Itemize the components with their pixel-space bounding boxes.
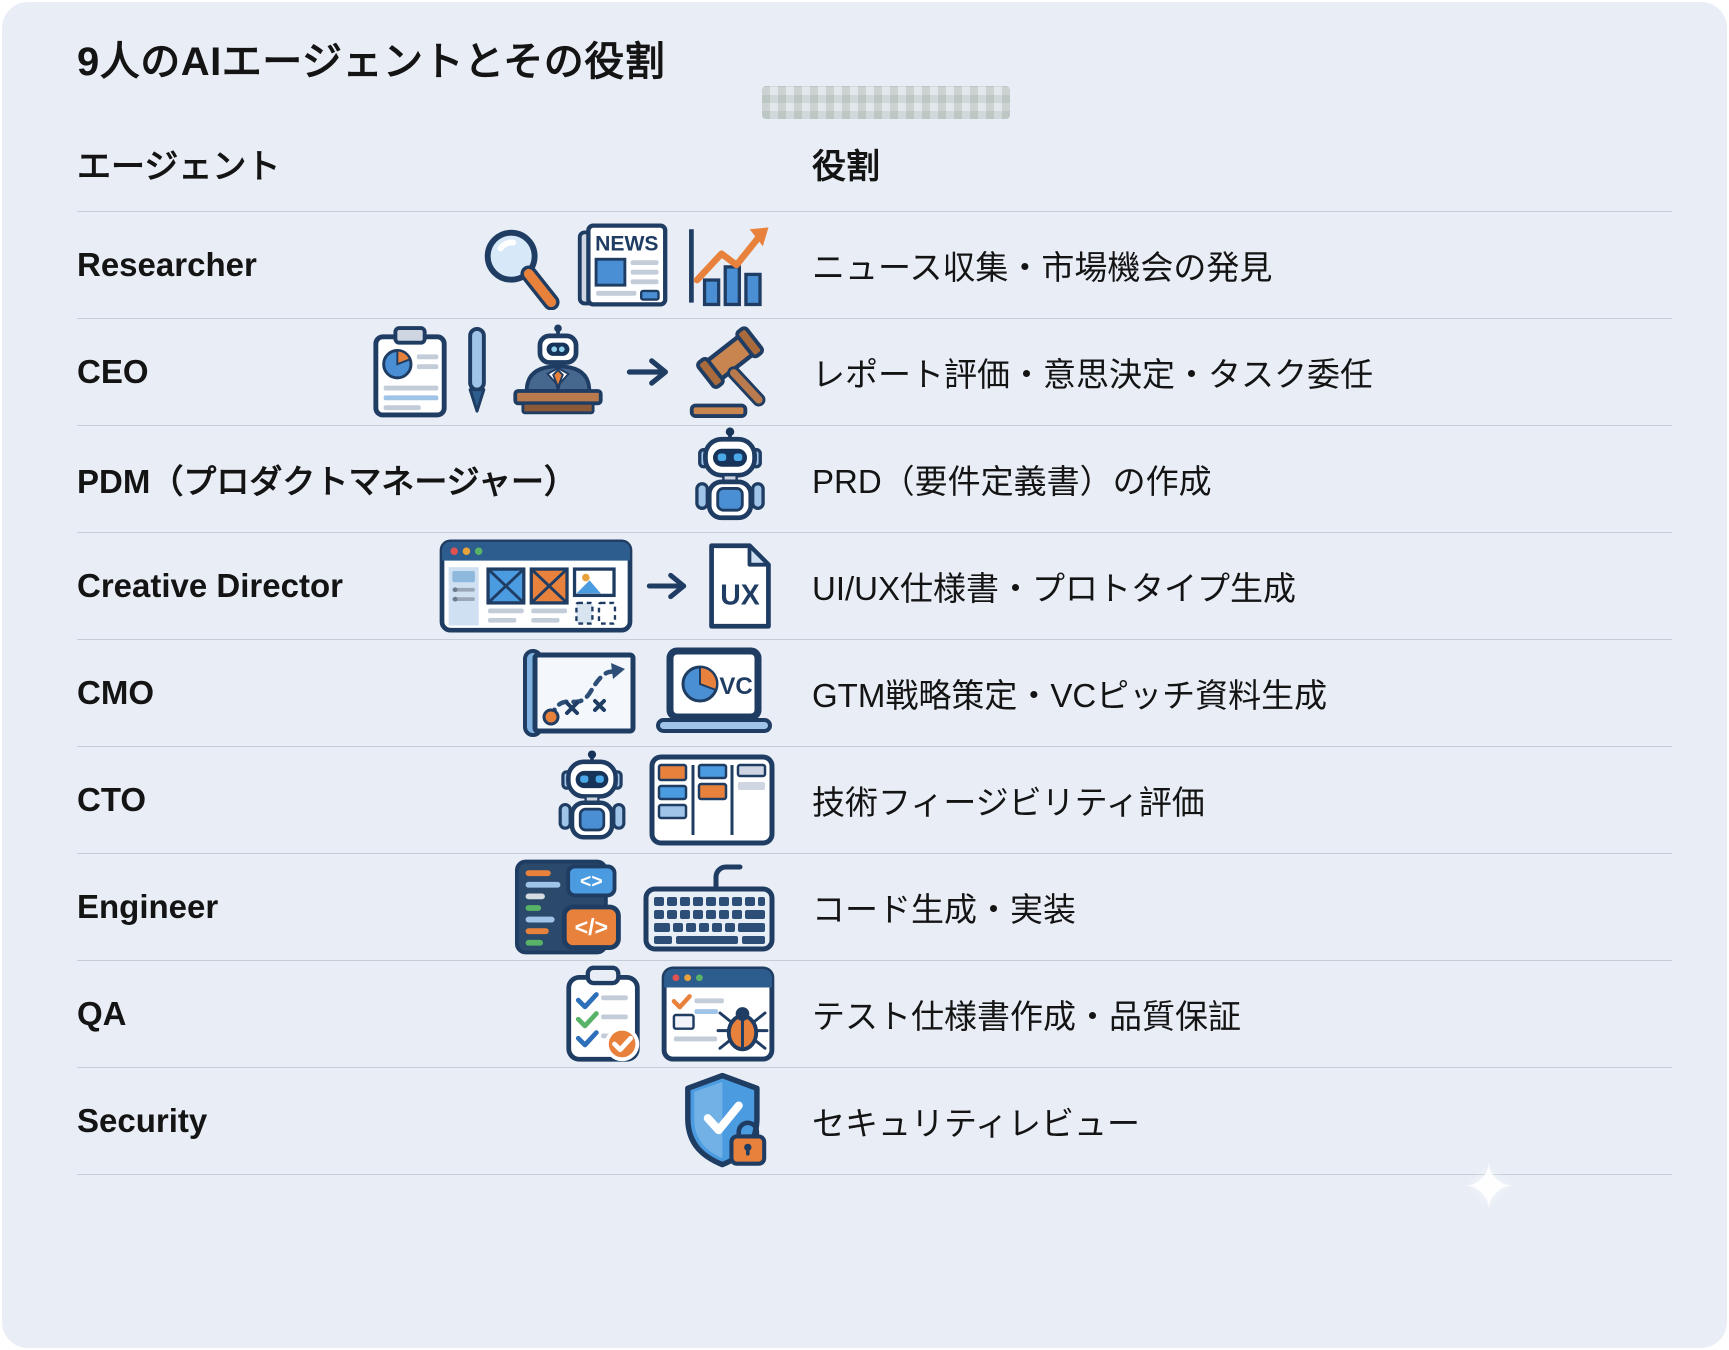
agent-icons: NEWS	[432, 212, 782, 318]
svg-text:VC: VC	[719, 673, 752, 700]
agent-name: Researcher	[77, 246, 257, 283]
gavel-icon	[689, 326, 766, 418]
robot-desk-icon	[513, 324, 603, 415]
agent-role: ニュース収集・市場機会の発見	[812, 249, 1273, 286]
table-row: PDM（プロダクトマネージャー） PRD（要件定義書）の作成	[77, 425, 1672, 532]
wireframe-browser-icon	[439, 539, 633, 633]
agent-role: GTM戦略策定・VCピッチ資料生成	[812, 677, 1328, 714]
svg-text:<>: <>	[580, 872, 603, 893]
sparkle-watermark: ✦	[1462, 1151, 1516, 1223]
svg-text:</>: </>	[575, 914, 609, 940]
robot-icon	[558, 750, 626, 840]
shield-lock-icon	[685, 1072, 767, 1168]
news-icon: NEWS	[577, 223, 668, 307]
magnifier-icon	[484, 229, 560, 310]
agent-icons: UX	[432, 533, 782, 639]
clipboard-pie-icon	[373, 326, 447, 418]
agent-icons	[432, 1068, 782, 1174]
agent-name: CEO	[77, 353, 149, 390]
agent-name: Security	[77, 1102, 208, 1139]
table-row: Engineer <> </>	[77, 853, 1672, 960]
table-row: Security セキュリティレビュー	[77, 1067, 1672, 1174]
agent-role: UI/UX仕様書・プロトタイプ生成	[812, 570, 1297, 607]
agent-icons: <> </>	[432, 854, 782, 960]
svg-text:NEWS: NEWS	[595, 233, 658, 256]
agent-role: 技術フィージビリティ評価	[812, 784, 1205, 821]
table-row: CTO	[77, 746, 1672, 853]
agent-name: PDM（プロダクトマネージャー）	[77, 463, 578, 500]
table-row: Creative Director	[77, 532, 1672, 639]
table-row: CEO	[77, 318, 1672, 425]
agent-name: CMO	[77, 674, 154, 711]
checklist-icon	[566, 965, 640, 1062]
agent-role: レポート評価・意思決定・タスク委任	[812, 356, 1373, 393]
agent-icons	[432, 426, 782, 532]
ux-document-icon: UX	[709, 543, 771, 629]
agent-icons	[432, 747, 782, 853]
arrow-right-icon	[646, 572, 687, 600]
kanban-board-icon	[649, 754, 775, 846]
code-editor-icon: <> </>	[514, 859, 621, 955]
agent-role: セキュリティレビュー	[812, 1105, 1141, 1142]
agent-name: QA	[77, 995, 127, 1032]
bar-chart-growth-icon	[689, 227, 769, 307]
strategy-map-icon	[523, 649, 636, 737]
pen-icon	[468, 326, 486, 413]
agent-role: テスト仕様書作成・品質保証	[812, 998, 1241, 1035]
keyboard-icon	[643, 864, 775, 952]
agent-role: コード生成・実装	[812, 891, 1076, 928]
bug-report-window-icon	[661, 966, 775, 1062]
pixelation-artifact	[762, 86, 1010, 119]
robot-icon	[695, 427, 765, 521]
agent-role: PRD（要件定義書）の作成	[812, 463, 1212, 500]
agent-name: Creative Director	[77, 567, 343, 604]
agent-icons	[432, 961, 782, 1067]
table-row: QA	[77, 960, 1672, 1067]
page-title: 9人のAIエージェントとその役割	[77, 40, 666, 84]
table-row: CMO VC GTM戦略策定・VCピッチ資料生成	[77, 639, 1672, 746]
table-header-row: エージェント 役割	[77, 116, 1672, 211]
agent-icons: VC	[432, 640, 782, 746]
arrow-right-icon	[626, 358, 668, 386]
agent-name: Engineer	[77, 888, 219, 925]
svg-text:UX: UX	[720, 579, 760, 611]
table-row: Researcher NEWS	[77, 211, 1672, 318]
header-agent: エージェント	[77, 148, 281, 186]
vc-laptop-icon: VC	[656, 647, 772, 733]
header-role: 役割	[812, 148, 880, 186]
table-bottom-divider	[77, 1174, 1672, 1175]
agent-name: CTO	[77, 781, 147, 818]
agent-icons	[373, 319, 782, 425]
